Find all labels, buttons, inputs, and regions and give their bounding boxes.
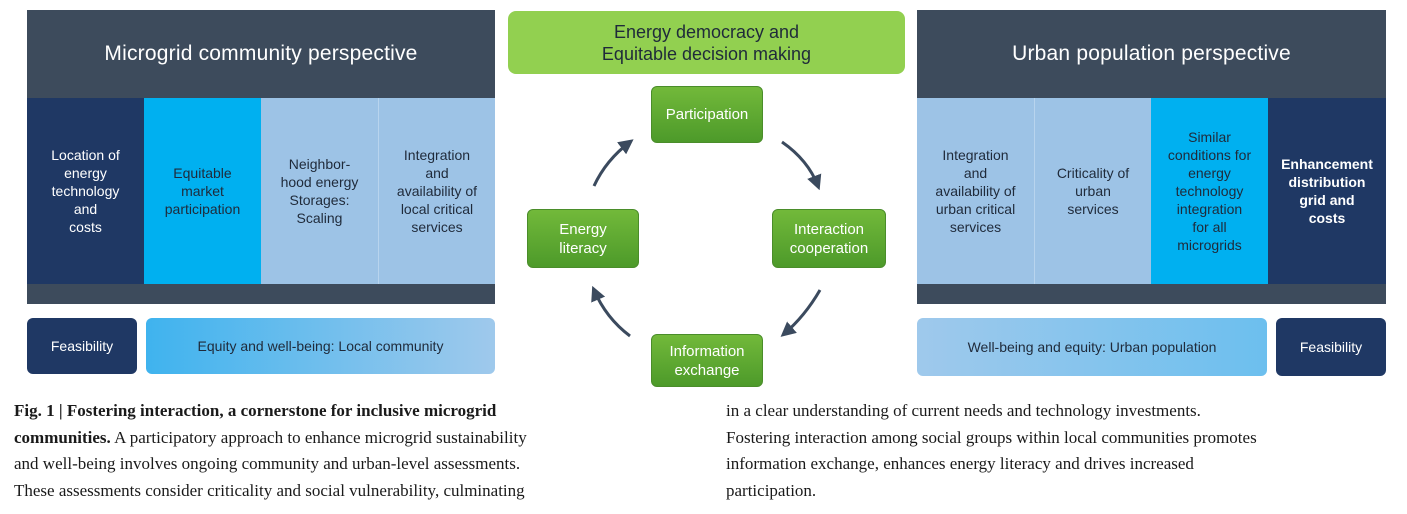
text-line: Integration xyxy=(942,147,1009,163)
caption-right-line-4: participation. xyxy=(726,480,817,500)
text-line: services xyxy=(1067,201,1119,217)
left-col-local-services: Integration and availability of local criti… xyxy=(378,98,495,284)
left-col-equitable-market: Equitable market participation xyxy=(144,98,261,284)
caption-right-line-3: information exchange, enhances energy li… xyxy=(726,454,1194,473)
text-line: local critical xyxy=(400,201,474,217)
text-line: grid and xyxy=(1299,192,1355,208)
text-line: Equitable xyxy=(173,165,232,181)
right-col-enhancement-grid: Enhancement distribution grid and costs xyxy=(1268,98,1386,284)
text-line: Participation xyxy=(665,106,749,123)
text-line: integration xyxy=(1176,201,1243,217)
caption-right-line-1: in a clear understanding of current need… xyxy=(726,401,1201,420)
text-line: availability of xyxy=(935,183,1016,199)
text-line: and xyxy=(963,165,988,181)
left-col-location: Location of energy technology and costs xyxy=(27,98,144,284)
caption-left-line-3: and well-being involves ongoing communit… xyxy=(14,454,521,473)
text-line: Interaction xyxy=(793,220,865,238)
caption-left-line-2: communities. A participatory approach to… xyxy=(14,427,527,447)
center-header: Energy democracy and Equitable decision … xyxy=(508,11,905,74)
text-line: literacy xyxy=(559,239,607,257)
right-panel-title: Urban population perspective xyxy=(1012,42,1291,65)
text-line: urban critical xyxy=(935,201,1016,217)
text-line: hood energy xyxy=(280,174,359,190)
text-line: technology xyxy=(51,183,120,199)
text-line: and xyxy=(73,201,98,217)
text-line: Enhancement xyxy=(1281,156,1373,172)
text-line: participation xyxy=(164,201,241,217)
right-feasibility-pill: Feasibility xyxy=(1276,318,1386,376)
caption-left-line-4: These assessments consider criticality a… xyxy=(14,480,525,500)
text-line: Energy xyxy=(559,220,607,238)
arrow-literacy-to-participation xyxy=(592,139,634,187)
right-wellbeing-pill: Well-being and equity: Urban population xyxy=(917,318,1267,376)
text-line: Criticality of xyxy=(1056,165,1130,181)
arrow-information-to-literacy xyxy=(591,285,631,338)
text-line: Similar xyxy=(1188,129,1231,145)
text-line: technology xyxy=(1175,183,1244,199)
text-line: and xyxy=(425,165,449,181)
right-col-criticality: Criticality of urban services xyxy=(1034,98,1151,284)
left-equity-pill: Equity and well-being: Local community xyxy=(146,318,495,374)
text-line: distribution xyxy=(1288,174,1366,190)
text-line: Integration xyxy=(403,147,471,163)
text-line: urban xyxy=(1075,183,1111,199)
caption-right: in a clear understanding of current need… xyxy=(726,398,1401,504)
text-line: costs xyxy=(69,219,102,235)
text-line: services xyxy=(411,219,463,235)
text-line: Storages: xyxy=(289,192,350,208)
text-line: Information xyxy=(669,342,745,360)
caption-left-line-1: Fig. 1 | Fostering interaction, a corner… xyxy=(14,401,497,420)
arrow-participation-to-interaction xyxy=(781,140,822,191)
text-line: services xyxy=(949,219,1002,235)
text-line: conditions for xyxy=(1167,147,1252,163)
text-line: exchange xyxy=(674,361,740,379)
arrow-interaction-to-information xyxy=(780,289,822,337)
node-participation: Participation xyxy=(651,86,763,143)
left-panel-title: Microgrid community perspective xyxy=(104,42,418,65)
text-line: Scaling xyxy=(296,210,343,226)
text-line: cooperation xyxy=(789,239,869,257)
caption-right-line-2: Fostering interaction among social group… xyxy=(726,427,1257,447)
caption-left: Fig. 1 | Fostering interaction, a corner… xyxy=(14,398,704,504)
right-col-similar-conditions: Similar conditions for energy technology int… xyxy=(1151,98,1268,284)
text-line: availability of xyxy=(396,183,478,199)
text-line: costs xyxy=(1308,210,1346,226)
text-line: energy xyxy=(1188,165,1231,181)
right-col-urban-services-integration: Integration and availability of urban criti… xyxy=(917,98,1034,284)
text-line: energy xyxy=(64,165,107,181)
text-line: Neighbor- xyxy=(288,156,351,172)
text-line: market xyxy=(181,183,224,199)
text-line: for all xyxy=(1192,219,1227,235)
text-line: Location of xyxy=(51,147,120,163)
text-line: microgrids xyxy=(1177,237,1242,253)
left-feasibility-pill: Feasibility xyxy=(27,318,137,374)
